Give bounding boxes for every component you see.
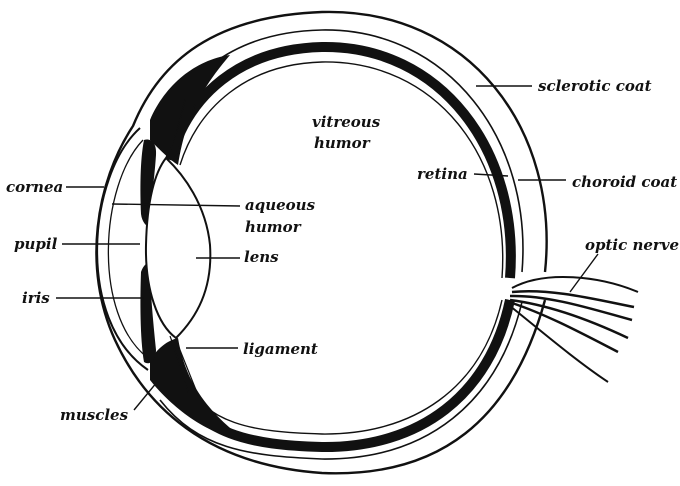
ciliary-muscle-lower — [150, 338, 245, 440]
cornea-outer — [97, 128, 148, 370]
lens-shape — [146, 158, 210, 338]
label-sclerotic-coat: sclerotic coat — [538, 77, 652, 95]
label-retina: retina — [417, 165, 468, 183]
aqueous-humor-pointer — [112, 204, 240, 206]
label-lens: lens — [244, 248, 279, 266]
label-vitreous-line1: vitreous — [312, 113, 381, 131]
choroid-layer — [170, 47, 511, 447]
label-vitreous-line2: humor — [314, 134, 371, 152]
label-aqueous-line2: humor — [245, 218, 302, 236]
ciliary-muscle-upper — [150, 55, 230, 165]
label-optic-nerve: optic nerve — [585, 236, 679, 254]
label-cornea: cornea — [6, 178, 63, 196]
label-iris: iris — [22, 289, 50, 307]
label-aqueous-line1: aqueous — [245, 196, 316, 214]
label-choroid-coat: choroid coat — [572, 173, 677, 191]
retina-pointer — [474, 174, 508, 176]
optic-nerve-pointer — [570, 254, 598, 292]
label-pupil: pupil — [14, 235, 58, 253]
optic-nerve-bottom-edge — [510, 306, 608, 382]
label-ligament: ligament — [243, 340, 318, 358]
label-muscles: muscles — [60, 406, 129, 424]
